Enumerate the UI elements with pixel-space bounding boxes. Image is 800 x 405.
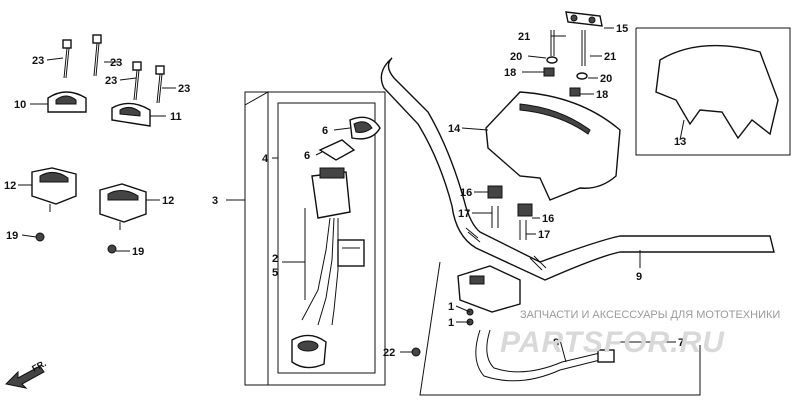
handle-switch bbox=[411, 265, 615, 382]
callout-17: 17 bbox=[538, 229, 550, 241]
callout-20: 20 bbox=[600, 73, 612, 85]
callout-4: 4 bbox=[262, 153, 269, 165]
callout-21: 21 bbox=[518, 31, 530, 43]
callout-16: 16 bbox=[460, 187, 472, 199]
handlebar bbox=[380, 57, 775, 281]
callout-15: 15 bbox=[616, 23, 628, 35]
callout-23: 23 bbox=[105, 75, 117, 87]
holder-lower bbox=[31, 167, 147, 254]
callout-2: 2 bbox=[272, 253, 278, 265]
callout-21: 21 bbox=[604, 51, 616, 63]
callouts: 23 23 23 23 10 11 12 12 19 19 3 4 6 6 2 … bbox=[4, 23, 686, 359]
callout-1: 1 bbox=[448, 301, 454, 313]
front-direction-arrow: FR. bbox=[4, 358, 48, 389]
bracket-hardware bbox=[543, 11, 603, 97]
callout-23: 23 bbox=[32, 55, 44, 67]
watermark-text: ЗАПЧАСТИ И АКСЕССУАРЫ ДЛЯ МОТОТЕХНИКИ bbox=[520, 309, 780, 321]
callout-12: 12 bbox=[162, 195, 174, 207]
switch-frame bbox=[419, 261, 701, 396]
callout-5: 5 bbox=[272, 267, 278, 279]
callout-23: 23 bbox=[110, 57, 122, 69]
callout-16: 16 bbox=[542, 213, 554, 225]
callout-1: 1 bbox=[448, 317, 454, 329]
callout-13: 13 bbox=[674, 136, 686, 148]
leader-lines bbox=[18, 27, 685, 363]
watermark-logo: PARTSFOR.RU bbox=[500, 326, 725, 359]
cover-frame-13 bbox=[635, 27, 791, 156]
handlebar-cover bbox=[485, 91, 621, 201]
collars-pins bbox=[487, 185, 533, 240]
callout-9: 9 bbox=[636, 271, 642, 283]
frames bbox=[244, 27, 791, 396]
callout-6: 6 bbox=[322, 125, 328, 137]
assembly-frame-4 bbox=[277, 102, 376, 374]
callout-19: 19 bbox=[132, 246, 144, 258]
callout-17: 17 bbox=[458, 208, 470, 220]
callout-22: 22 bbox=[383, 347, 395, 359]
holder-upper bbox=[47, 91, 151, 127]
arrow-icon bbox=[4, 365, 45, 389]
callout-8: 8 bbox=[553, 337, 559, 349]
callout-12: 12 bbox=[4, 180, 16, 192]
assembly-frame-3 bbox=[244, 91, 386, 386]
callout-18: 18 bbox=[596, 89, 608, 101]
callout-6: 6 bbox=[304, 150, 310, 162]
callout-14: 14 bbox=[448, 123, 461, 135]
callout-7: 7 bbox=[678, 337, 684, 349]
callout-23: 23 bbox=[178, 83, 190, 95]
direction-label: FR. bbox=[30, 358, 47, 374]
ignition-switch bbox=[291, 116, 381, 369]
callout-3: 3 bbox=[212, 195, 218, 207]
callout-20: 20 bbox=[510, 51, 522, 63]
callout-18: 18 bbox=[504, 67, 516, 79]
callout-19: 19 bbox=[6, 230, 18, 242]
callout-10: 10 bbox=[14, 99, 26, 111]
bolts-23 bbox=[62, 34, 165, 104]
cover-13 bbox=[655, 44, 779, 140]
watermark: PARTSFOR.RU ЗАПЧАСТИ И АКСЕССУАРЫ ДЛЯ МО… bbox=[500, 309, 780, 359]
callout-11: 11 bbox=[170, 111, 182, 123]
